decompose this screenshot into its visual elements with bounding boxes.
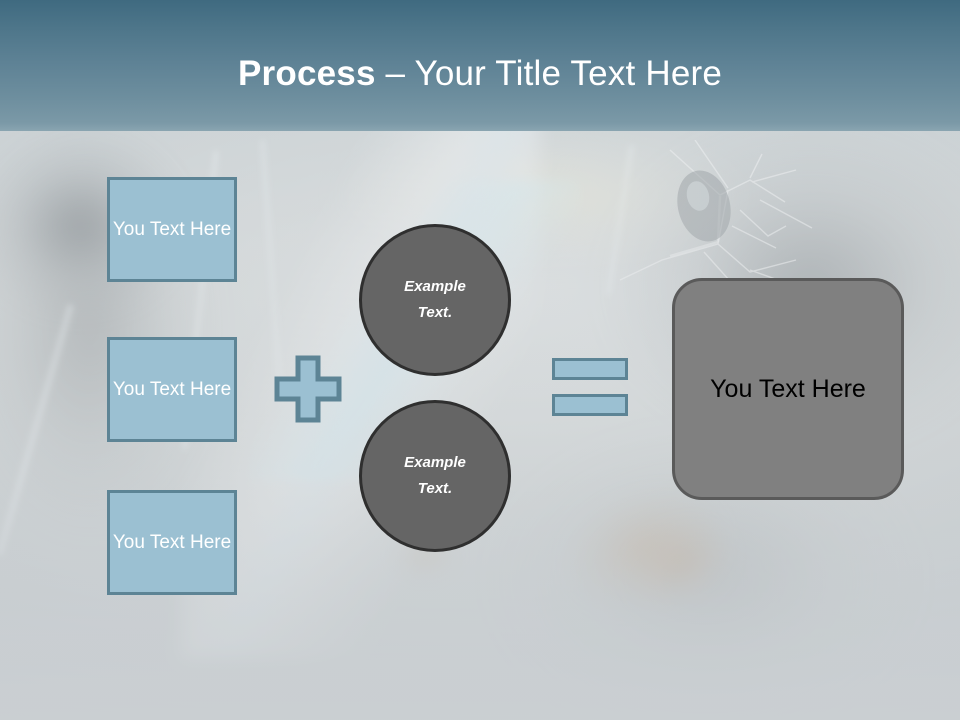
input-box-2[interactable]: You Text Here [107, 337, 237, 442]
input-box-2-label: You Text Here [112, 379, 232, 400]
process-circle-1-line1: Example [404, 278, 466, 295]
input-box-3[interactable]: You Text Here [107, 490, 237, 595]
process-circle-2[interactable]: Example Text. [359, 400, 511, 552]
result-box[interactable]: You Text Here [672, 278, 904, 500]
equals-icon-bar-top [552, 358, 628, 380]
input-box-3-label: You Text Here [112, 532, 232, 553]
page-title-regular: Your Title Text Here [414, 54, 722, 93]
header-band [0, 0, 960, 131]
input-box-1-label: You Text Here [112, 219, 232, 240]
process-circle-1[interactable]: Example Text. [359, 224, 511, 376]
input-box-1[interactable]: You Text Here [107, 177, 237, 282]
equals-icon-bar-bottom [552, 394, 628, 416]
page-title: Process – Your Title Text Here [0, 52, 960, 96]
page-title-bold: Process [238, 54, 376, 93]
page-title-separator: – [375, 54, 415, 93]
process-circle-1-line2: Text. [417, 304, 453, 321]
process-circle-2-line2: Text. [417, 480, 453, 497]
plus-icon [274, 355, 342, 423]
process-circle-2-line1: Example [404, 454, 466, 471]
equals-icon [552, 358, 628, 416]
result-box-label: You Text Here [710, 375, 866, 403]
